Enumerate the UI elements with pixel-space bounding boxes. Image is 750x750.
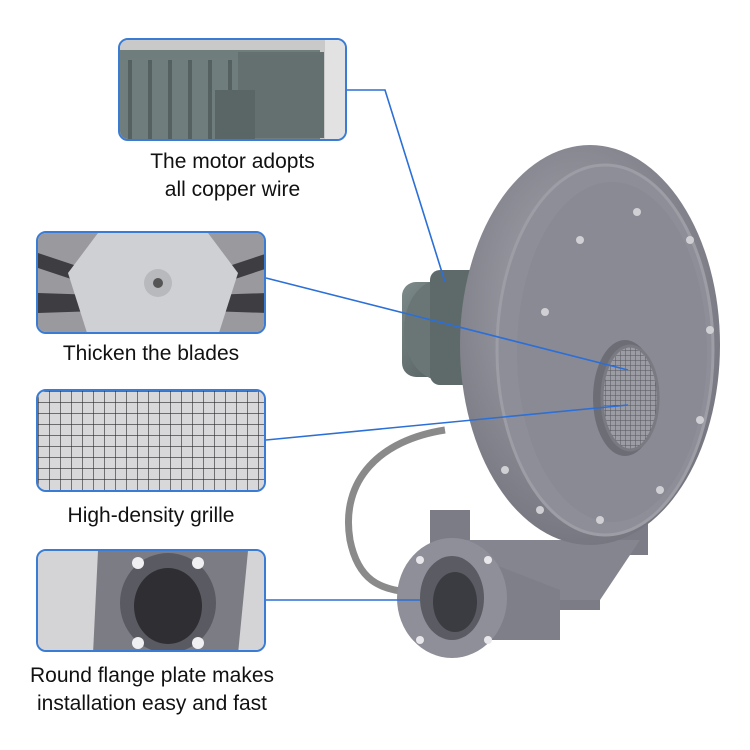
caption-flange: Round flange plate makes installation ea… [4, 662, 300, 718]
motor-closeup-icon [120, 40, 345, 139]
inlet-grille [593, 340, 660, 456]
outlet-flange [397, 538, 560, 658]
flange-plate-icon [38, 551, 264, 650]
cable-hose [345, 426, 446, 596]
caption-blades-line-1: Thicken the blades [62, 342, 240, 365]
caption-flange-line-2: installation easy and fast [37, 692, 267, 715]
impeller-blades-icon [38, 233, 264, 332]
caption-grille: High-density grille [18, 502, 284, 530]
blades-detail-image [36, 231, 266, 334]
caption-motor-line-1: The motor adopts [150, 150, 315, 173]
caption-motor: The motor adopts all copper wire [118, 148, 347, 204]
caption-grille-line-1: High-density grille [67, 504, 235, 527]
fan-housing [460, 145, 720, 545]
leader-grille [265, 404, 629, 441]
leader-blades [265, 277, 629, 371]
mesh-grille-icon [38, 391, 264, 490]
leader-lines [265, 89, 629, 601]
caption-flange-line-1: Round flange plate makes [30, 664, 274, 687]
grille-detail-image [36, 389, 266, 492]
caption-blades: Thicken the blades [18, 340, 284, 368]
leader-motor [347, 89, 446, 283]
caption-motor-line-2: all copper wire [164, 178, 301, 201]
flange-detail-image [36, 549, 266, 652]
motor-detail-image [118, 38, 347, 141]
